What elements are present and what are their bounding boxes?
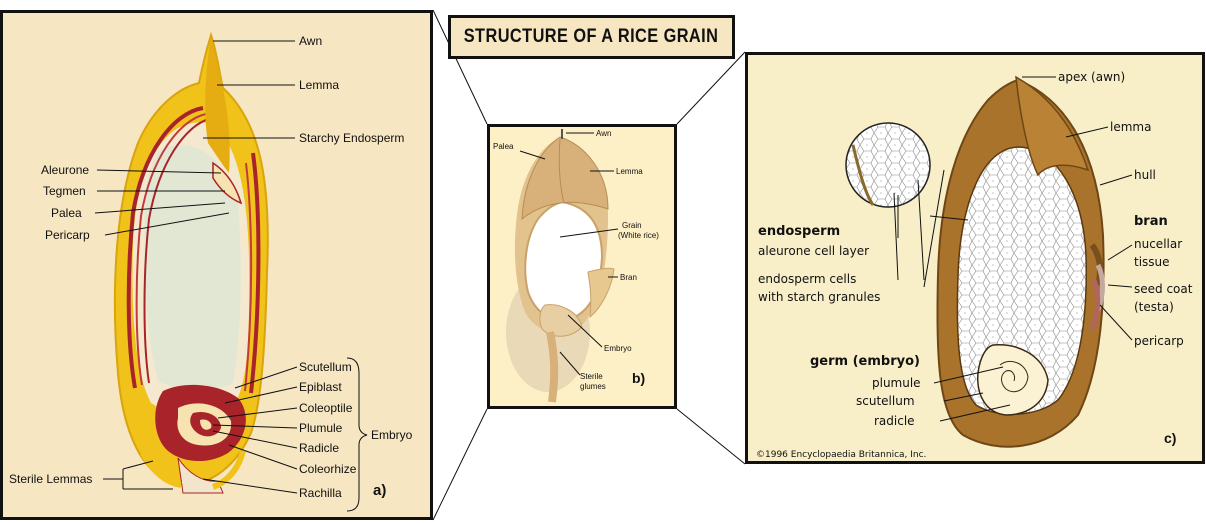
- panel-b-whole-grain: Awn Palea Lemma Grain (White rice) Bran …: [487, 124, 677, 409]
- b-label-awn: Awn: [596, 129, 611, 138]
- title-box: STRUCTURE OF A RICE GRAIN: [448, 15, 735, 59]
- b-label-palea: Palea: [493, 142, 514, 151]
- label-coleorhize: Coleorhize: [299, 462, 357, 476]
- c-label-nucellar: nucellar: [1134, 237, 1182, 251]
- c-label-tissue: tissue: [1134, 255, 1170, 269]
- label-lemma: Lemma: [299, 78, 339, 92]
- label-scutellum: Scutellum: [299, 360, 352, 374]
- c-label-bran: bran: [1134, 214, 1168, 229]
- panel-a-drawing: Awn Lemma Starchy Endosperm Aleurone Teg…: [3, 13, 436, 523]
- label-coleoptile: Coleoptile: [299, 401, 353, 415]
- label-radicle: Radicle: [299, 441, 339, 455]
- b-label-lemma: Lemma: [616, 167, 643, 176]
- c-label-hull: hull: [1134, 168, 1156, 182]
- c-label-endosperm-cells: endosperm cells: [758, 272, 856, 286]
- b-label-grain: Grain: [622, 221, 642, 230]
- label-pericarp: Pericarp: [45, 228, 90, 242]
- label-sterile-lemmas: Sterile Lemmas: [9, 472, 92, 486]
- label-palea: Palea: [51, 206, 82, 220]
- panel-b-drawing: Awn Palea Lemma Grain (White rice) Bran …: [490, 127, 680, 412]
- c-label-apex: apex (awn): [1058, 70, 1125, 84]
- panel-a-letter: a): [373, 482, 386, 499]
- c-label-scutellum: scutellum: [856, 394, 915, 408]
- label-aleurone: Aleurone: [41, 163, 89, 177]
- b-label-glumes: glumes: [580, 382, 606, 391]
- c-label-germ: germ (embryo): [810, 354, 920, 369]
- b-label-sterile: Sterile: [580, 372, 603, 381]
- label-epiblast: Epiblast: [299, 380, 342, 394]
- panel-c-drawing: apex (awn) lemma hull bran nucellar tiss…: [748, 55, 1206, 467]
- diagram-title: STRUCTURE OF A RICE GRAIN: [464, 26, 719, 48]
- c-label-seed-coat: seed coat: [1134, 282, 1193, 296]
- label-tegmen: Tegmen: [43, 184, 86, 198]
- panel-a-longitudinal-section: Awn Lemma Starchy Endosperm Aleurone Teg…: [0, 10, 433, 520]
- label-awn: Awn: [299, 34, 322, 48]
- c-label-aleurone-layer: aleurone cell layer: [758, 244, 869, 258]
- c-label-pericarp: pericarp: [1134, 334, 1184, 348]
- b-label-embryo: Embryo: [604, 344, 632, 353]
- c-label-plumule: plumule: [872, 376, 921, 390]
- label-embryo: Embryo: [371, 428, 413, 442]
- b-label-bran: Bran: [620, 273, 637, 282]
- label-rachilla: Rachilla: [299, 486, 342, 500]
- c-label-endosperm: endosperm: [758, 224, 840, 239]
- c-label-lemma: lemma: [1110, 120, 1151, 134]
- b-label-white-rice: (White rice): [618, 231, 659, 240]
- panel-c-cross-section: apex (awn) lemma hull bran nucellar tiss…: [745, 52, 1205, 464]
- panel-b-letter: b): [632, 370, 645, 386]
- c-label-testa: (testa): [1134, 300, 1174, 314]
- panel-c-letter: c): [1164, 430, 1176, 446]
- label-starchy-endosperm: Starchy Endosperm: [299, 131, 404, 145]
- copyright-note: ©1996 Encyclopaedia Britannica, Inc.: [756, 450, 926, 460]
- c-label-starch-granules: with starch granules: [758, 290, 880, 304]
- label-plumule: Plumule: [299, 421, 343, 435]
- c-label-radicle: radicle: [874, 414, 915, 428]
